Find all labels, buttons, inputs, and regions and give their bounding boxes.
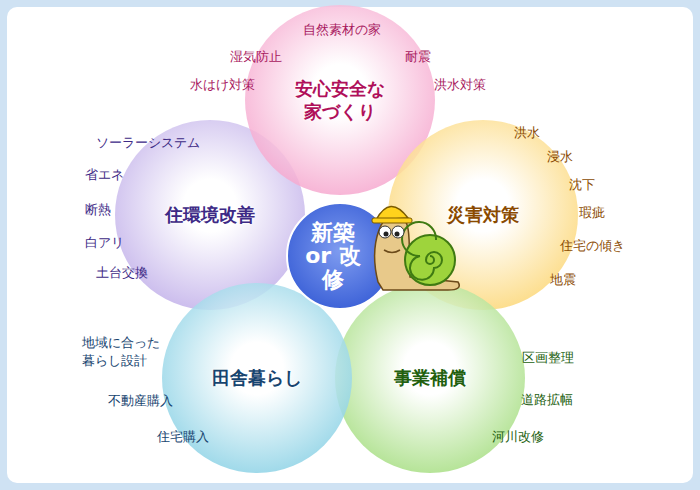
topic-label: 断熱 xyxy=(85,201,111,219)
topic-label: 住宅購入 xyxy=(157,428,209,446)
center-circle: 新築 or 改修 xyxy=(286,202,394,310)
topic-label: 住宅の傾き xyxy=(560,237,625,255)
topic-label: 洪水対策 xyxy=(434,76,486,94)
topic-label: 白アリ xyxy=(85,234,124,252)
circle-title: 事業補償 xyxy=(394,366,466,389)
snail-mascot xyxy=(372,206,459,290)
topic-label: 河川改修 xyxy=(492,428,544,446)
topic-label: 湿気防止 xyxy=(230,48,282,66)
topic-label: 浸水 xyxy=(547,148,573,166)
circle-title: 住環境改善 xyxy=(165,203,255,226)
topic-label: 自然素材の家 xyxy=(303,21,381,39)
topic-label: 地域に合った 暮らし設計 xyxy=(82,334,174,369)
topic-label: 道路拡幅 xyxy=(521,391,573,409)
topic-label: ソーラーシステム xyxy=(96,134,200,152)
circle-title: 安心安全な 家づくり xyxy=(285,77,395,124)
topic-label: 地震 xyxy=(550,271,576,289)
topic-label: 耐震 xyxy=(405,48,431,66)
topic-label: 土台交換 xyxy=(96,264,148,282)
topic-label: 省エネ xyxy=(85,166,124,184)
circle-title: 新築 or 改修 xyxy=(303,221,363,290)
topic-label: 不動産購入 xyxy=(108,392,173,410)
circle-title: 田舎暮らし xyxy=(212,366,302,389)
topic-label: 区画整理 xyxy=(522,349,574,367)
topic-label: 水はけ対策 xyxy=(190,76,255,94)
topic-label: 沈下 xyxy=(569,176,595,194)
topic-label: 瑕疵 xyxy=(579,204,605,222)
circle-title: 災害対策 xyxy=(447,203,519,226)
cyan-circle: 田舎暮らし xyxy=(161,282,353,474)
topic-label: 洪水 xyxy=(514,124,540,142)
green-circle: 事業補償 xyxy=(334,282,526,474)
